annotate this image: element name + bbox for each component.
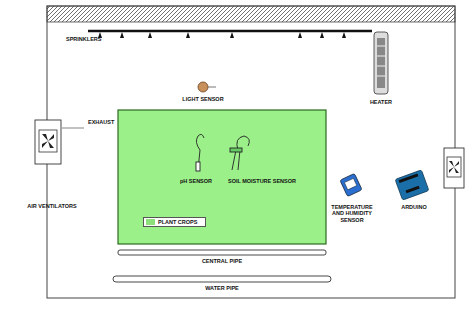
- crop-swatch: [146, 219, 155, 225]
- part-label: SOIL MOISTURE SENSOR: [228, 178, 296, 184]
- ventilator-fan: [444, 148, 464, 188]
- part-label: ARDUINO: [401, 204, 427, 210]
- exhaust-fan: [35, 120, 84, 164]
- arduino-board: [395, 170, 429, 200]
- part-label: TEMPERATURE AND HUMIDITY SENSOR: [328, 204, 376, 223]
- part-label: CENTRAL PIPE: [202, 258, 242, 264]
- roof-bar: [47, 6, 455, 22]
- heater-symbol: [374, 32, 388, 94]
- node-text: PLANT CROPS: [158, 219, 197, 225]
- part-label: EXHAUST: [88, 119, 114, 125]
- part-label: SPRINKLERS: [66, 36, 101, 42]
- light-sensor-symbol: [198, 82, 216, 92]
- part-label: pH SENSOR: [180, 178, 212, 184]
- ph-sensor-symbol: [196, 134, 204, 171]
- sprinkler-heads: [98, 32, 346, 38]
- legend-box: PLANT CROPS: [143, 217, 206, 227]
- water-pipe: [113, 276, 331, 282]
- part-label: WATER PIPE: [205, 285, 239, 291]
- central-pipe: [118, 250, 326, 255]
- plant-bed: [118, 110, 326, 244]
- greenhouse-frame: [47, 6, 455, 298]
- part-label: AIR VENTILATORS: [27, 203, 76, 209]
- soil-moisture-sensor-symbol: [230, 136, 249, 170]
- dht-sensor-symbol: [340, 173, 362, 196]
- sprinkler-line: [88, 30, 372, 33]
- part-label: LIGHT SENSOR: [182, 96, 223, 102]
- part-label: HEATER: [370, 99, 392, 105]
